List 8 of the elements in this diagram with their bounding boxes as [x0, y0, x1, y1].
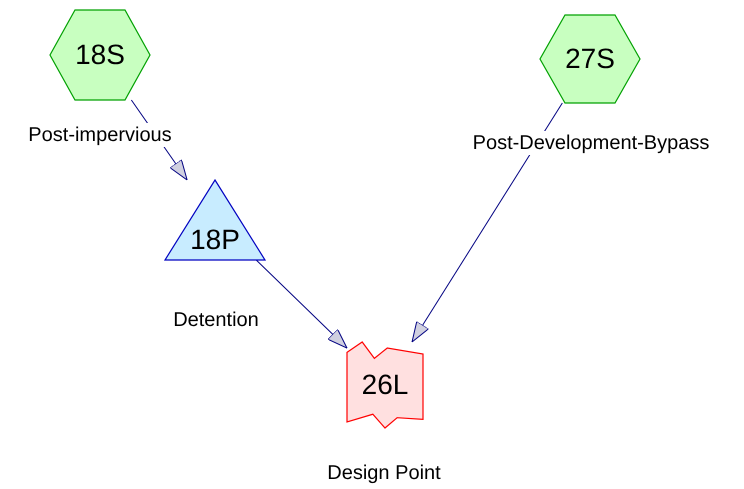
node-id: 27S: [564, 43, 616, 75]
node-caption: Post-impervious: [28, 123, 172, 147]
node-id: 18S: [74, 39, 126, 71]
arrow: [412, 102, 563, 342]
node-id: 18P: [189, 224, 241, 256]
node-caption: Post-Development-Bypass: [472, 131, 710, 155]
arrow: [256, 260, 348, 349]
node-id: 26L: [360, 369, 410, 401]
